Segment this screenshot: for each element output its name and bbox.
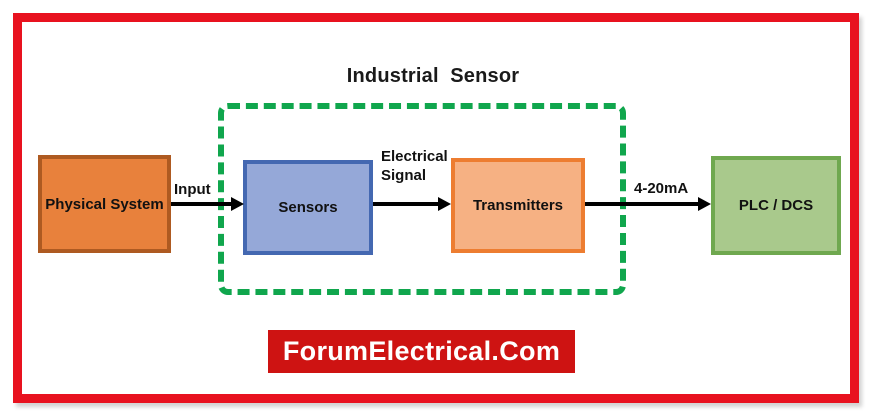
block-sensors-label: Sensors [278,199,338,216]
watermark-banner: ForumElectrical.Com [268,330,575,373]
arrow-transmitters-to-plc [585,202,698,206]
block-transmitters: Transmitters [451,158,585,253]
arrow-label-electrical-signal: Electrical Signal [381,148,448,184]
arrow-sensors-to-transmitters [373,202,438,206]
arrow-label-input: Input [174,181,211,198]
block-sensors: Sensors [243,160,373,255]
block-transmitters-label: Transmitters [472,197,564,214]
block-physical-system: Physical System [38,155,171,253]
block-plc-dcs-label: PLC / DCS [738,197,814,214]
industrial-sensor-dashed-boundary [218,103,626,295]
arrow-physical-to-sensors [171,202,231,206]
block-physical-system-label: Physical System [45,195,164,213]
outer-red-frame: Industrial Sensor Physical System Sensor… [13,13,859,403]
block-plc-dcs: PLC / DCS [711,156,841,255]
arrow-label-4-20ma: 4-20mA [634,180,689,197]
diagram-title: Industrial Sensor [346,65,520,87]
